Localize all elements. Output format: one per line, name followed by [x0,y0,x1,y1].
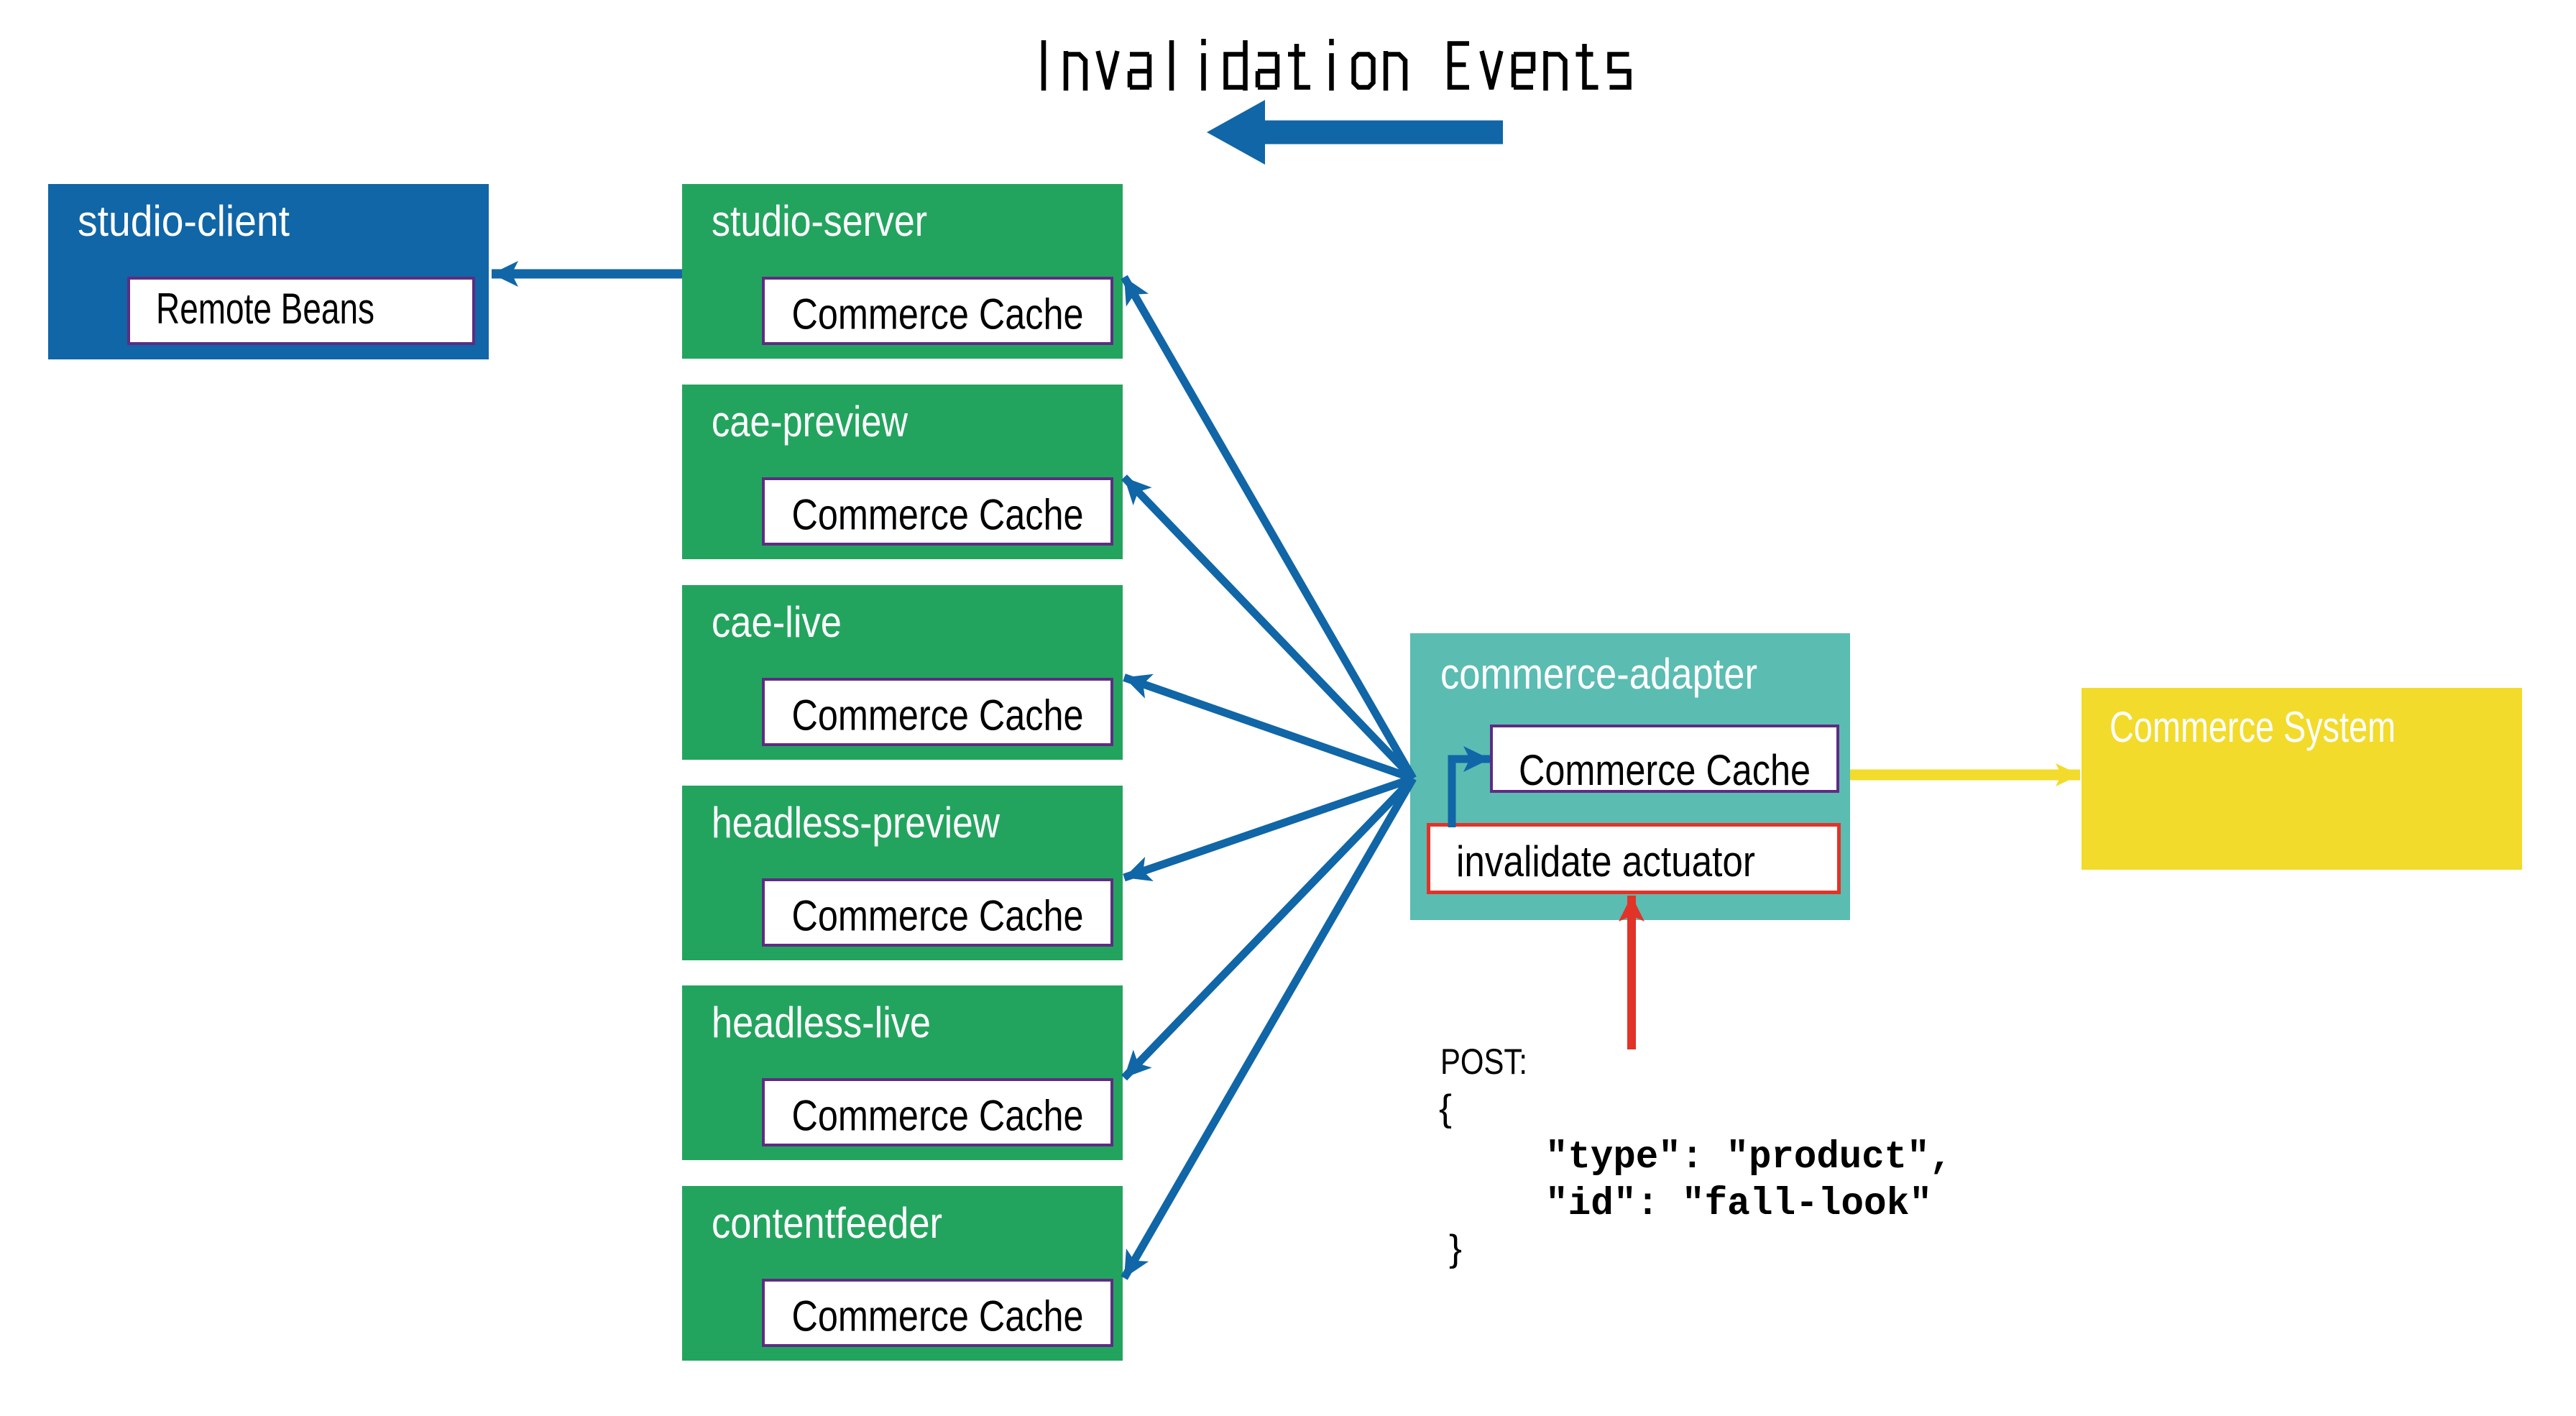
svg-text:"id": "fall-look": "id": "fall-look" [1545,1182,1932,1226]
svg-text:commerce-adapter: commerce-adapter [1440,650,1757,698]
svg-text:Commerce Cache: Commerce Cache [792,491,1084,539]
svg-text:Remote Beans: Remote Beans [156,285,374,333]
svg-text:headless-live: headless-live [712,998,931,1047]
svg-text:studio-server: studio-server [712,197,927,245]
svg-text:Commerce Cache: Commerce Cache [792,290,1084,339]
svg-text:contentfeeder: contentfeeder [712,1199,942,1247]
svg-text:cae-live: cae-live [712,598,842,646]
svg-text:Commerce System: Commerce System [2110,703,2396,751]
svg-text:POST:: POST: [1440,1042,1527,1082]
svg-text:"type": "product",: "type": "product", [1545,1136,1952,1180]
svg-text:cae-preview: cae-preview [712,397,908,446]
svg-text:{: { [1439,1088,1452,1129]
svg-text:Commerce Cache: Commerce Cache [792,892,1084,940]
svg-text:}: } [1449,1228,1462,1269]
svg-text:headless-preview: headless-preview [712,799,1000,847]
svg-text:Commerce Cache: Commerce Cache [792,691,1084,740]
svg-text:invalidate actuator: invalidate actuator [1456,837,1755,886]
svg-text:Commerce Cache: Commerce Cache [1519,746,1811,794]
svg-text:studio-client: studio-client [78,197,290,245]
svg-text:Commerce Cache: Commerce Cache [792,1092,1084,1140]
svg-text:Commerce Cache: Commerce Cache [792,1292,1084,1341]
